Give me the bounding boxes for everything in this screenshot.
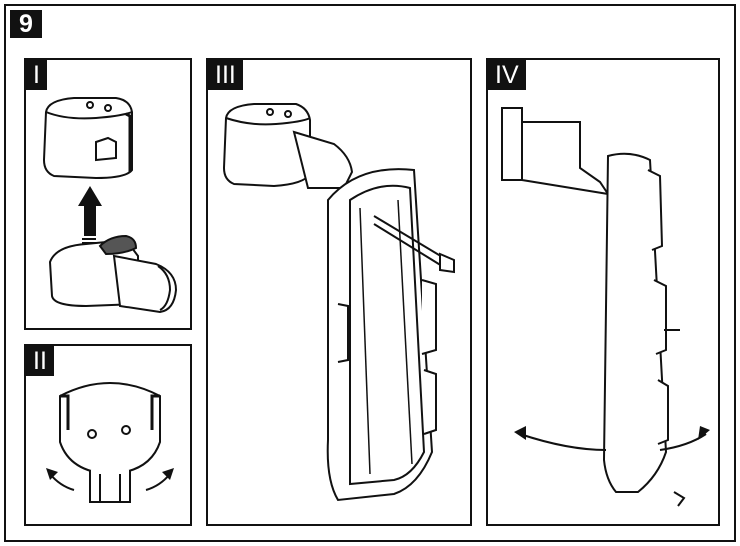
housing	[326, 168, 437, 502]
top-cap	[42, 97, 133, 180]
figure-number: 9	[10, 10, 42, 38]
screw-icon	[373, 215, 455, 274]
figure-frame: 9	[4, 4, 736, 542]
panel-ii-label: II	[26, 346, 54, 376]
base-mount	[48, 234, 178, 314]
side-bracket	[501, 107, 611, 196]
bracket	[222, 103, 354, 189]
panel-iii-illustration	[222, 103, 455, 502]
panel-iii: III	[206, 58, 472, 526]
panel-iv-illustration	[501, 107, 710, 507]
panel-ii-illustration	[46, 382, 174, 503]
side-housing	[602, 152, 686, 507]
panel-ii: II	[24, 344, 192, 526]
panel-i: I	[24, 58, 192, 330]
panel-iii-label: III	[208, 60, 243, 90]
panel-iv-label: IV	[488, 60, 526, 90]
panel-i-label: I	[26, 60, 47, 90]
arrow-up-icon	[78, 186, 102, 248]
panel-i-illustration	[42, 97, 178, 314]
panel-iv: IV	[486, 58, 720, 526]
